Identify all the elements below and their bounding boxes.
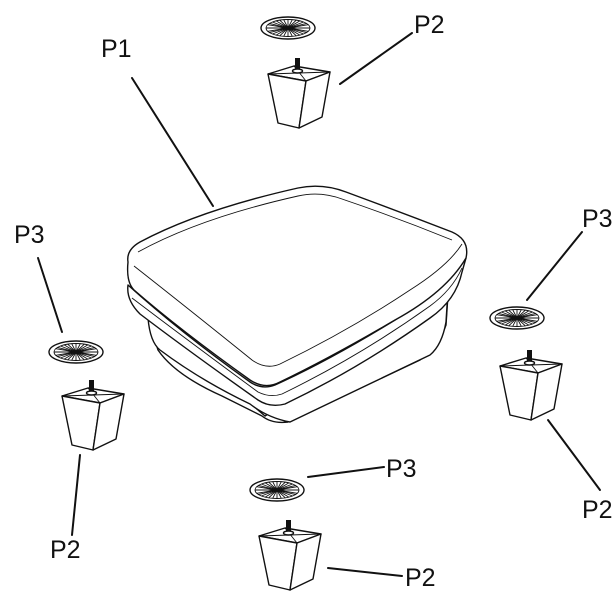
label-leg-right: P2: [582, 496, 613, 524]
leg-top: [267, 57, 331, 129]
leader-p3-right: [526, 231, 583, 301]
leg-right: [499, 349, 563, 421]
label-glide-bottom: P3: [386, 455, 417, 483]
leg-bottom: [258, 519, 322, 591]
label-glide-right: P3: [582, 205, 613, 233]
glide-disc-bottom: [249, 478, 305, 502]
leader-p2-bottom: [327, 567, 403, 577]
leg-left: [61, 379, 125, 451]
leader-p3-left: [37, 257, 63, 333]
leader-p1: [131, 77, 214, 207]
label-glide-left: P3: [14, 221, 45, 249]
glide-disc-left: [48, 340, 104, 364]
leader-p2-top: [339, 32, 413, 85]
glide-disc-top: [260, 16, 316, 40]
label-ottoman: P1: [101, 35, 132, 63]
ottoman-body: [126, 185, 468, 424]
leader-p3-bottom: [307, 466, 385, 478]
label-leg-bottom: P2: [405, 564, 436, 592]
leader-p2-right: [547, 419, 601, 491]
label-leg-top: P2: [414, 11, 445, 39]
glide-disc-right: [489, 306, 545, 330]
label-leg-left: P2: [50, 536, 81, 564]
leader-p2-left: [71, 454, 81, 536]
